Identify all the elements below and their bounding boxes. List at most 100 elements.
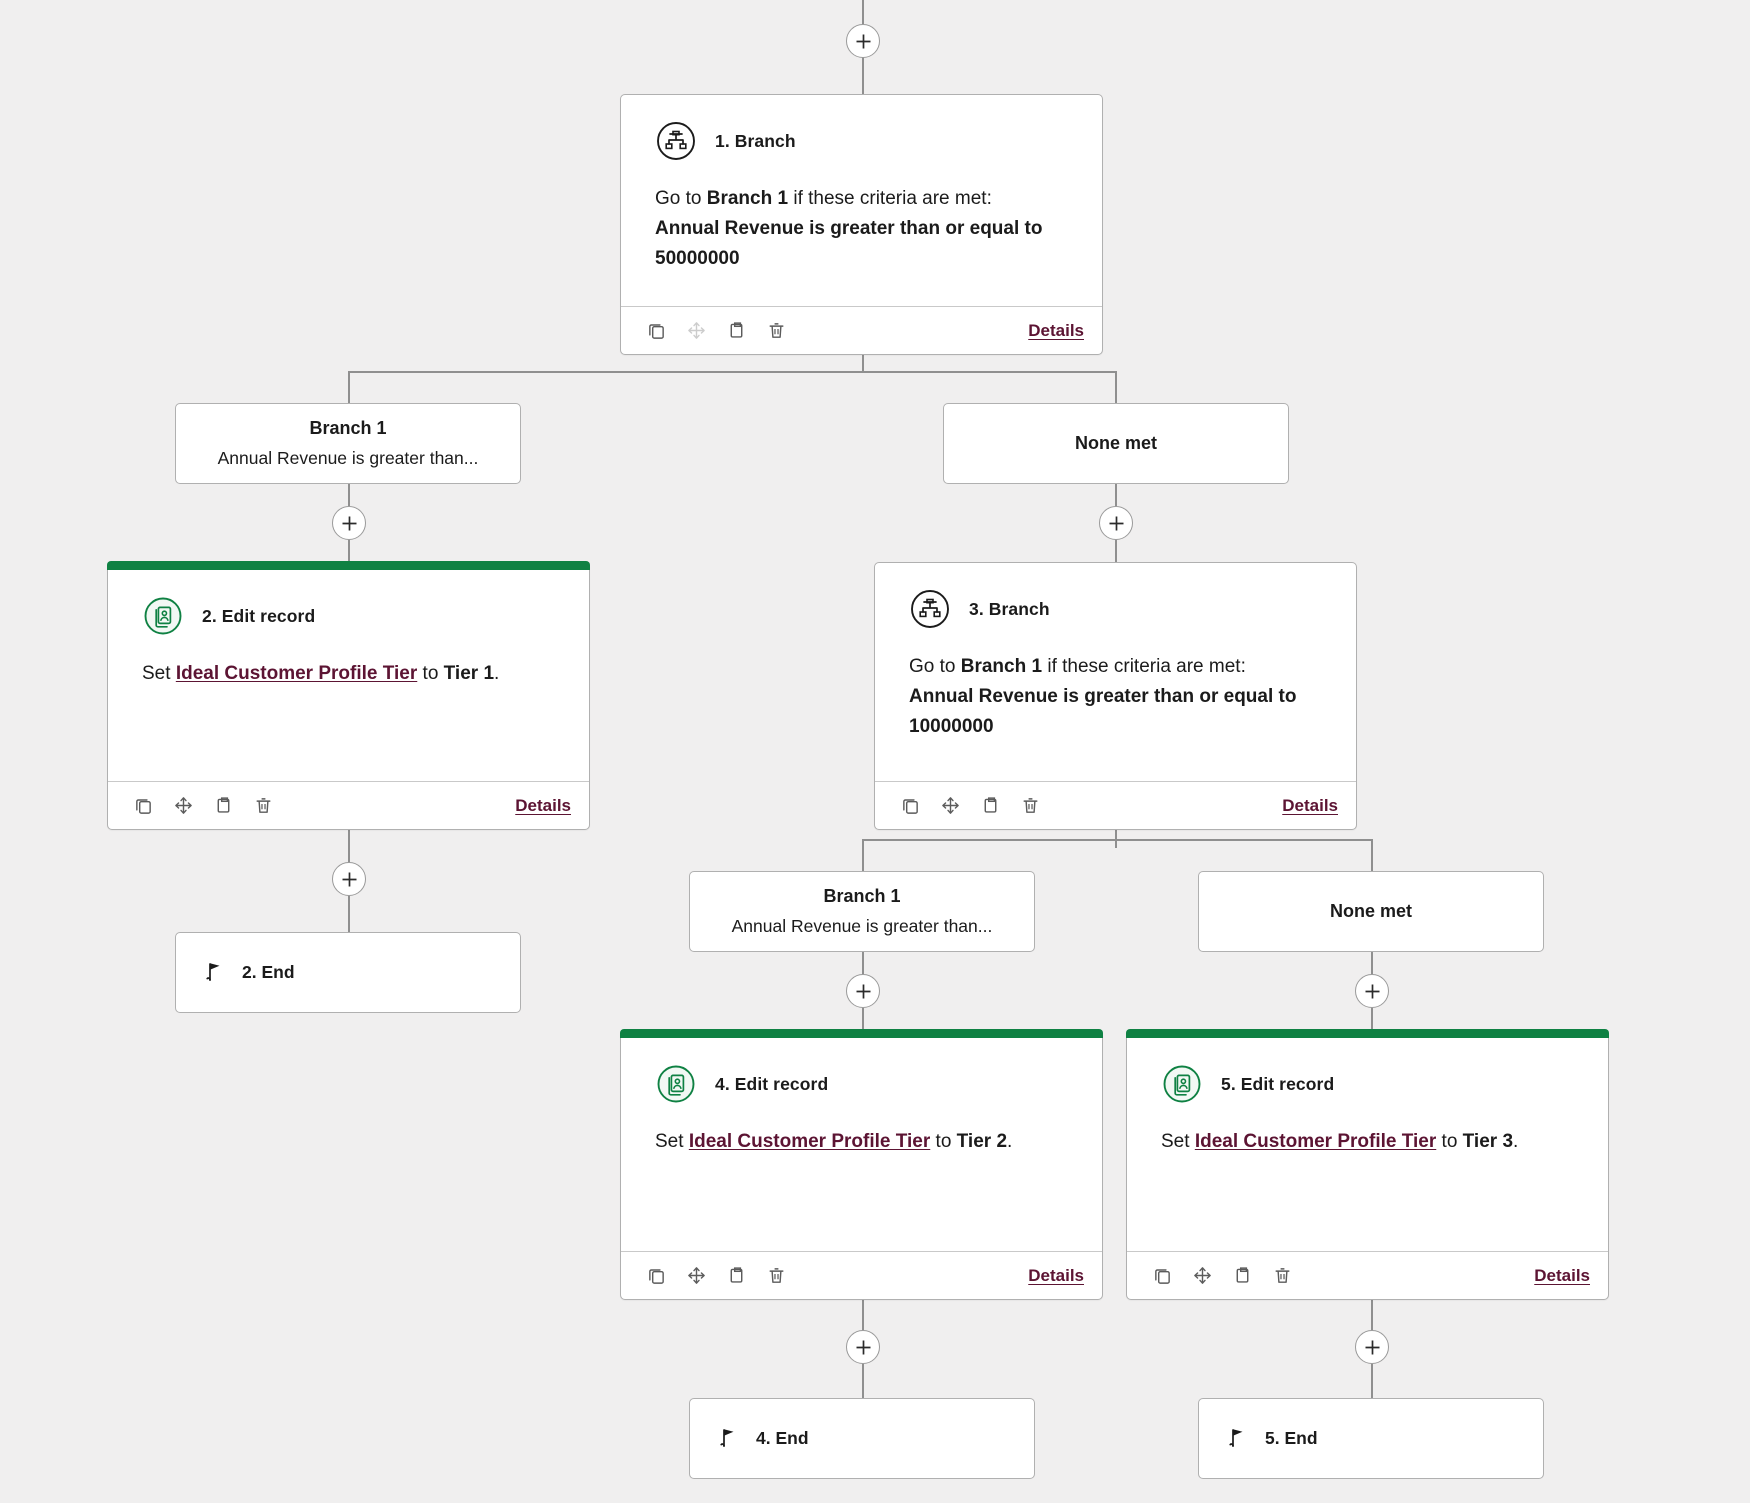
branch-intro-prefix: Go to <box>655 188 707 209</box>
set-prefix: Set <box>655 1131 689 1152</box>
add-step-button-top[interactable] <box>846 24 880 58</box>
connector-line <box>862 839 864 871</box>
clipboard-icon[interactable] <box>1229 1263 1255 1289</box>
card-body: Set Ideal Customer Profile Tier to Tier … <box>1127 1105 1608 1157</box>
branch-criteria: Annual Revenue is greater than or equal … <box>655 218 1043 270</box>
add-step-button-after-edit4[interactable] <box>846 1330 880 1364</box>
end-node-label: 4. End <box>756 1428 809 1448</box>
details-link[interactable]: Details <box>1028 320 1084 340</box>
workflow-end-node-5[interactable]: 5. End <box>1198 1398 1544 1479</box>
details-link[interactable]: Details <box>1282 795 1338 815</box>
workflow-step-card-branch-1[interactable]: 1. Branch Go to Branch 1 if these criter… <box>620 94 1103 355</box>
plus-icon <box>856 984 870 998</box>
card-body: Go to Branch 1 if these criteria are met… <box>875 630 1356 742</box>
branch-label-title: None met <box>1074 433 1157 453</box>
card-body: Set Ideal Customer Profile Tier to Tier … <box>108 637 589 689</box>
branch-label-branch-1-lower[interactable]: Branch 1 Annual Revenue is greater than.… <box>689 871 1035 952</box>
move-icon[interactable] <box>1189 1263 1215 1289</box>
add-step-button-branch1-lower[interactable] <box>846 974 880 1008</box>
connector-line <box>1115 540 1117 562</box>
card-header: 5. Edit record <box>1127 1038 1608 1105</box>
add-step-button-branch1-left[interactable] <box>332 506 366 540</box>
trash-icon[interactable] <box>250 793 276 819</box>
move-icon[interactable] <box>170 793 196 819</box>
branch-intro-suffix: if these criteria are met: <box>1042 656 1246 677</box>
copy-icon[interactable] <box>130 793 156 819</box>
connector-line <box>1371 1300 1373 1330</box>
period: . <box>494 663 500 684</box>
property-link[interactable]: Ideal Customer Profile Tier <box>688 1131 931 1152</box>
plus-icon <box>1365 1340 1379 1354</box>
details-link[interactable]: Details <box>1534 1265 1590 1285</box>
connector-line <box>348 371 1116 373</box>
branch-label-branch-1-top[interactable]: Branch 1 Annual Revenue is greater than.… <box>175 403 521 484</box>
workflow-step-card-edit-record-5[interactable]: 5. Edit record Set Ideal Customer Profil… <box>1126 1029 1609 1300</box>
branch-intro-prefix: Go to <box>909 656 961 677</box>
branch-criteria: Annual Revenue is greater than or equal … <box>909 686 1297 738</box>
property-link[interactable]: Ideal Customer Profile Tier <box>1194 1131 1437 1152</box>
details-link[interactable]: Details <box>515 795 571 815</box>
trash-icon[interactable] <box>763 1263 789 1289</box>
connector-line <box>862 1008 864 1030</box>
trash-icon[interactable] <box>763 318 789 344</box>
details-link[interactable]: Details <box>1028 1265 1084 1285</box>
card-action-icons <box>897 793 1043 819</box>
plus-icon <box>856 34 870 48</box>
workflow-end-node-2[interactable]: 2. End <box>175 932 521 1013</box>
property-link[interactable]: Ideal Customer Profile Tier <box>175 663 418 684</box>
add-step-button-after-edit2[interactable] <box>332 862 366 896</box>
end-node-label: 2. End <box>242 962 295 982</box>
connector-line <box>1115 371 1117 403</box>
card-title: 4. Edit record <box>715 1073 829 1094</box>
plus-icon <box>342 516 356 530</box>
branch-label-title: Branch 1 <box>823 886 901 906</box>
clipboard-icon[interactable] <box>723 1263 749 1289</box>
card-footer: Details <box>621 1251 1102 1299</box>
connector-line <box>1371 839 1373 871</box>
move-icon[interactable] <box>937 793 963 819</box>
card-footer: Details <box>875 781 1356 829</box>
card-action-icons <box>130 793 276 819</box>
card-body: Set Ideal Customer Profile Tier to Tier … <box>621 1105 1102 1157</box>
connector-line <box>862 1300 864 1330</box>
copy-icon[interactable] <box>1149 1263 1175 1289</box>
copy-icon[interactable] <box>897 793 923 819</box>
connector-line <box>862 354 864 372</box>
add-step-button-after-edit5[interactable] <box>1355 1330 1389 1364</box>
trash-icon[interactable] <box>1269 1263 1295 1289</box>
branch-label-subtitle: Annual Revenue is greater than... <box>731 916 993 936</box>
add-step-button-nonemet-right[interactable] <box>1099 506 1133 540</box>
branch-label-title: None met <box>1329 901 1412 921</box>
clipboard-icon[interactable] <box>210 793 236 819</box>
property-value: Tier 1 <box>443 663 495 684</box>
property-value: Tier 2 <box>956 1131 1008 1152</box>
clipboard-icon[interactable] <box>723 318 749 344</box>
period: . <box>1007 1131 1013 1152</box>
move-icon[interactable] <box>683 1263 709 1289</box>
copy-icon[interactable] <box>643 318 669 344</box>
connector-line <box>1371 1364 1373 1398</box>
clipboard-icon[interactable] <box>977 793 1003 819</box>
branch-label-title: Branch 1 <box>309 418 387 438</box>
branch-label-none-met-top[interactable]: None met <box>943 403 1289 484</box>
connector-line <box>348 371 350 403</box>
workflow-step-card-edit-record-4[interactable]: 4. Edit record Set Ideal Customer Profil… <box>620 1029 1103 1300</box>
card-body: Go to Branch 1 if these criteria are met… <box>621 162 1102 274</box>
plus-icon <box>1365 984 1379 998</box>
branch-icon <box>909 588 951 630</box>
plus-icon <box>342 872 356 886</box>
copy-icon[interactable] <box>643 1263 669 1289</box>
add-step-button-nonemet-lower[interactable] <box>1355 974 1389 1008</box>
card-action-icons <box>1149 1263 1295 1289</box>
workflow-step-card-edit-record-2[interactable]: 2. Edit record Set Ideal Customer Profil… <box>107 561 590 830</box>
branch-label-none-met-lower[interactable]: None met <box>1198 871 1544 952</box>
end-node-label: 5. End <box>1265 1428 1318 1448</box>
card-title: 3. Branch <box>969 598 1050 619</box>
trash-icon[interactable] <box>1017 793 1043 819</box>
workflow-end-node-4[interactable]: 4. End <box>689 1398 1035 1479</box>
card-title: 1. Branch <box>715 130 796 151</box>
workflow-step-card-branch-3[interactable]: 3. Branch Go to Branch 1 if these criter… <box>874 562 1357 830</box>
edit-record-icon <box>655 1063 697 1105</box>
connector-line <box>348 830 350 862</box>
